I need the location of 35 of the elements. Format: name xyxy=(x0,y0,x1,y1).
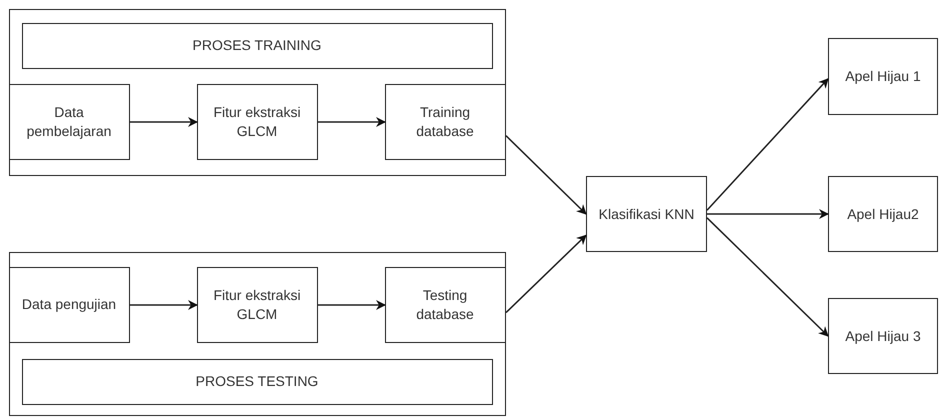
process-box xyxy=(828,298,938,374)
process-box xyxy=(384,84,506,160)
arrow xyxy=(130,300,198,310)
box-label: Klasifikasi KNN xyxy=(598,204,696,224)
box-label: PROSES TRAINING xyxy=(192,36,322,55)
box-label: Data pengujian xyxy=(20,295,118,314)
arrow xyxy=(505,135,587,215)
arrow xyxy=(318,117,386,127)
group-panel xyxy=(9,252,506,416)
process-box xyxy=(586,176,707,252)
box-label: Data pembelajaran xyxy=(26,102,112,140)
process-box xyxy=(828,38,938,115)
stage-title-box xyxy=(22,358,492,404)
arrow xyxy=(318,300,386,310)
process-box xyxy=(196,266,318,342)
box-label: Fitur ekstraksi GLCM xyxy=(212,286,302,324)
process-box xyxy=(196,84,318,160)
process-box xyxy=(8,84,130,160)
arrow xyxy=(707,209,829,219)
stage-title-box xyxy=(22,22,492,68)
box-label: Fitur ekstraksi GLCM xyxy=(212,102,302,140)
box-label: Apel Hijau2 xyxy=(846,204,920,224)
group-panel xyxy=(9,9,506,176)
arrow xyxy=(505,234,587,314)
arrow xyxy=(706,78,829,211)
box-label: PROSES TESTING xyxy=(194,372,320,391)
box-label: Apel Hijau 3 xyxy=(844,326,922,346)
process-box xyxy=(8,266,130,342)
arrow xyxy=(706,217,829,337)
process-box xyxy=(384,266,506,342)
process-box xyxy=(828,176,938,252)
arrow xyxy=(130,117,198,127)
box-label: Testing database xyxy=(415,286,475,324)
box-label: Apel Hijau 1 xyxy=(844,67,922,86)
box-label: Training database xyxy=(415,102,475,140)
